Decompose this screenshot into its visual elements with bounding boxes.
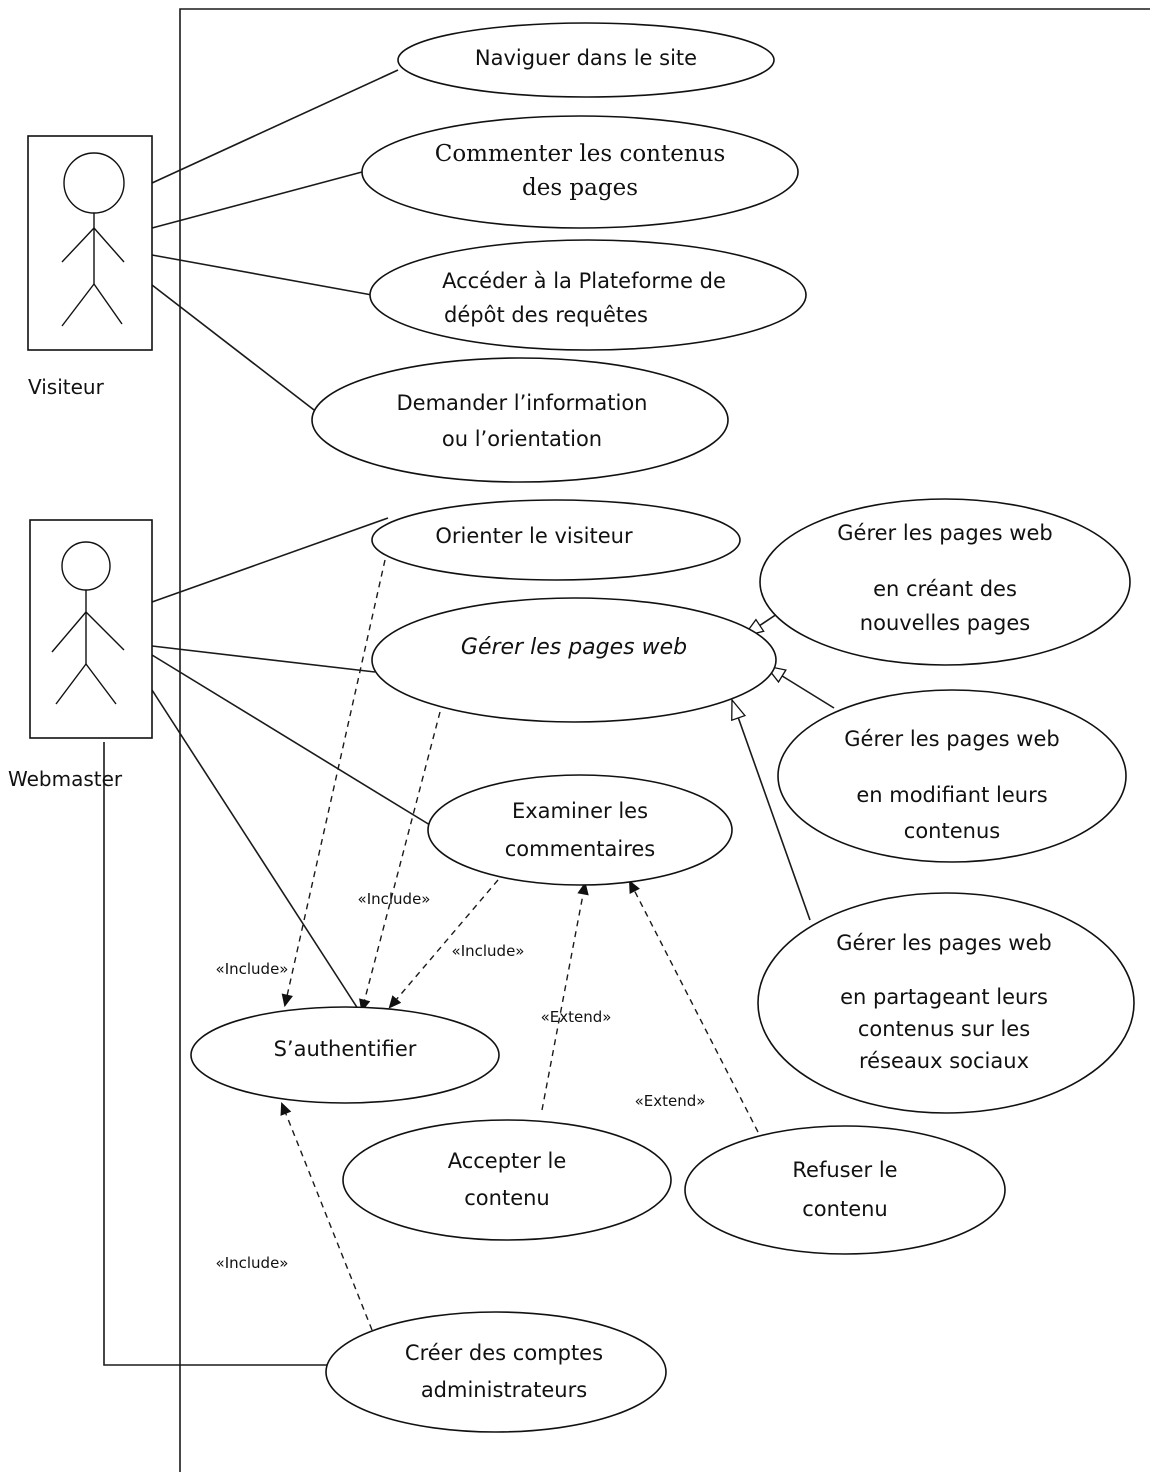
use-case-accepter: Accepter le contenu — [342, 1119, 672, 1241]
use-case-label: Accepter le — [448, 1149, 567, 1173]
use-case-orienter: Orienter le visiteur — [371, 499, 741, 581]
use-case-label: en modifiant leurs — [856, 783, 1047, 807]
use-case-gerer: Gérer les pages web — [371, 597, 777, 723]
dependency-lines — [280, 559, 759, 1331]
actor-visiteur-label: Visiteur — [28, 375, 105, 399]
association-lines — [151, 69, 431, 1013]
use-case-label: des pages — [522, 175, 638, 201]
use-case-label: contenus — [904, 819, 1000, 843]
use-case-authentifier: S’authentifier — [190, 1006, 500, 1104]
use-case-label: contenu — [464, 1186, 549, 1210]
use-case-refuser: Refuser le contenu — [684, 1125, 1006, 1255]
use-case-demander: Demander l’information ou l’orientation — [311, 357, 729, 483]
extend-label: «Extend» — [635, 1092, 706, 1110]
use-case-naviguer: Naviguer dans le site — [397, 22, 775, 98]
use-case-label: administrateurs — [421, 1378, 587, 1402]
use-case-commenter: Commenter les contenus des pages — [361, 115, 799, 229]
include-label: «Include» — [452, 942, 525, 960]
use-case-creer: Créer des comptes administrateurs — [325, 1311, 667, 1433]
stereotype-labels: «Include» «Include» «Include» «Extend» «… — [216, 890, 706, 1272]
use-case-label: contenu — [802, 1197, 887, 1221]
include-label: «Include» — [358, 890, 431, 908]
use-case-label: contenus sur les — [858, 1017, 1030, 1041]
use-case-label: Commenter les contenus — [435, 141, 726, 167]
include-label: «Include» — [216, 960, 289, 978]
webmaster-to-creer-line — [103, 742, 330, 1366]
use-case-label: dépôt des requêtes — [444, 303, 648, 327]
use-case-label: en partageant leurs — [840, 985, 1048, 1009]
use-case-label: Examiner les — [512, 799, 648, 823]
use-case-label: Accéder à la Plateforme de — [442, 269, 726, 293]
use-case-gerer-partageant: Gérer les pages web en partageant leurs … — [757, 892, 1135, 1114]
use-case-examiner: Examiner les commentaires — [427, 774, 733, 886]
extend-label: «Extend» — [541, 1008, 612, 1026]
use-case-label: Gérer les pages web — [844, 727, 1059, 751]
use-case-label: Gérer les pages web — [836, 931, 1051, 955]
use-case-label: ou l’orientation — [442, 427, 602, 451]
actor-webmaster — [29, 519, 153, 739]
use-case-label: nouvelles pages — [860, 611, 1030, 635]
use-case-label: Naviguer dans le site — [475, 46, 697, 70]
use-case-label: Gérer les pages web — [837, 521, 1052, 545]
use-case-label: en créant des — [873, 577, 1017, 601]
use-case-label: commentaires — [505, 837, 656, 861]
use-case-label: réseaux sociaux — [859, 1049, 1029, 1073]
actor-webmaster-label: Webmaster — [8, 767, 123, 791]
use-case-label: Gérer les pages web — [461, 635, 687, 660]
use-case-label: Refuser le — [792, 1158, 897, 1182]
use-case-acceder: Accéder à la Plateforme de dépôt des req… — [369, 239, 807, 351]
system-boundary — [179, 8, 1150, 1472]
use-case-label: Demander l’information — [397, 391, 648, 415]
use-case-label: Créer des comptes — [405, 1341, 603, 1365]
use-case-gerer-modifiant: Gérer les pages web en modifiant leurs c… — [777, 689, 1127, 863]
use-case-label: Orienter le visiteur — [435, 524, 633, 548]
use-case-gerer-creant: Gérer les pages web en créant des nouvel… — [759, 498, 1131, 666]
use-case-label: S’authentifier — [274, 1037, 417, 1061]
actor-visiteur — [27, 135, 153, 351]
include-label: «Include» — [216, 1254, 289, 1272]
